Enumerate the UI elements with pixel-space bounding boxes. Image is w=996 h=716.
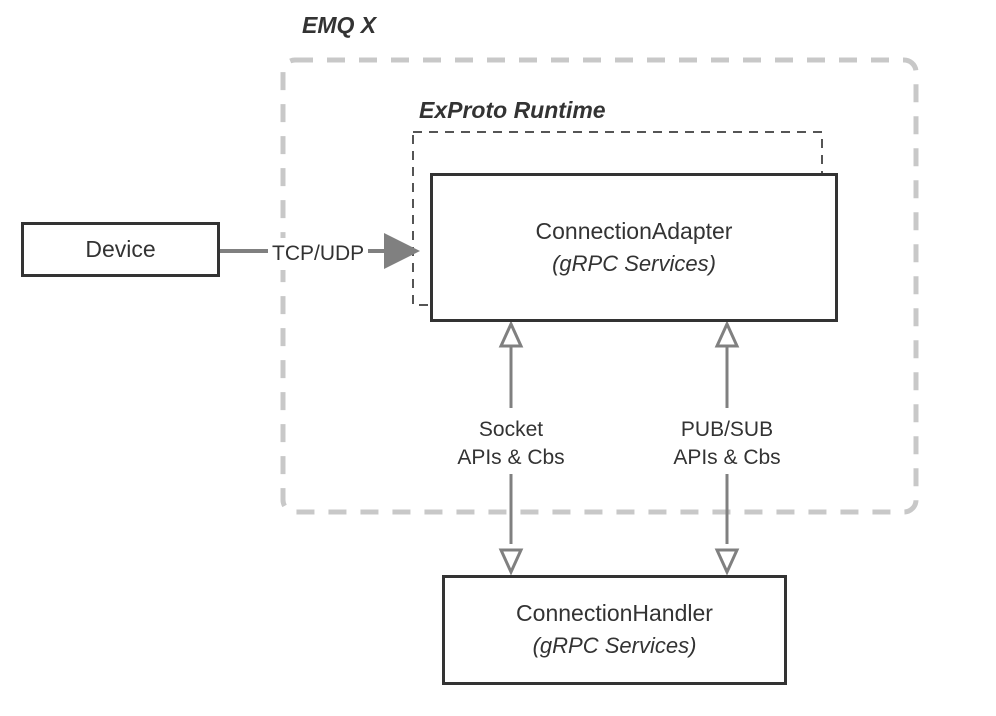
node-connection-adapter-title: ConnectionAdapter	[535, 217, 733, 244]
exproto-zone-label: ExProto Runtime	[419, 97, 606, 123]
edge-label-pubsub-line1: PUB/SUB	[680, 418, 774, 441]
node-connection-handler-title: ConnectionHandler	[516, 600, 713, 627]
edge-label-tcp-udp: TCP/UDP	[268, 238, 369, 270]
node-connection-handler[interactable]: ConnectionHandler (gRPC Services)	[442, 575, 787, 685]
node-connection-handler-subtitle: (gRPC Services)	[532, 633, 697, 659]
pubsub-arrowhead-down	[714, 548, 740, 576]
emqx-zone-border	[280, 57, 919, 515]
socket-arrowhead-up	[498, 320, 524, 348]
node-device[interactable]: Device	[21, 222, 220, 277]
node-connection-adapter[interactable]: ConnectionAdapter (gRPC Services)	[430, 173, 838, 322]
edge-label-pubsub-line2: APIs & Cbs	[673, 445, 781, 469]
pubsub-arrowhead-up	[714, 320, 740, 348]
node-device-title: Device	[85, 236, 156, 263]
edge-label-socket-apis: Socket APIs & Cbs	[441, 413, 581, 475]
edge-label-pubsub-apis: PUB/SUB APIs & Cbs	[657, 413, 797, 475]
edge-label-socket-line2: APIs & Cbs	[457, 445, 565, 469]
node-connection-adapter-subtitle: (gRPC Services)	[552, 250, 716, 276]
edge-label-socket-line1: Socket	[478, 418, 544, 441]
socket-arrowhead-down	[498, 548, 524, 576]
emqx-zone-label: EMQ X	[302, 12, 377, 38]
